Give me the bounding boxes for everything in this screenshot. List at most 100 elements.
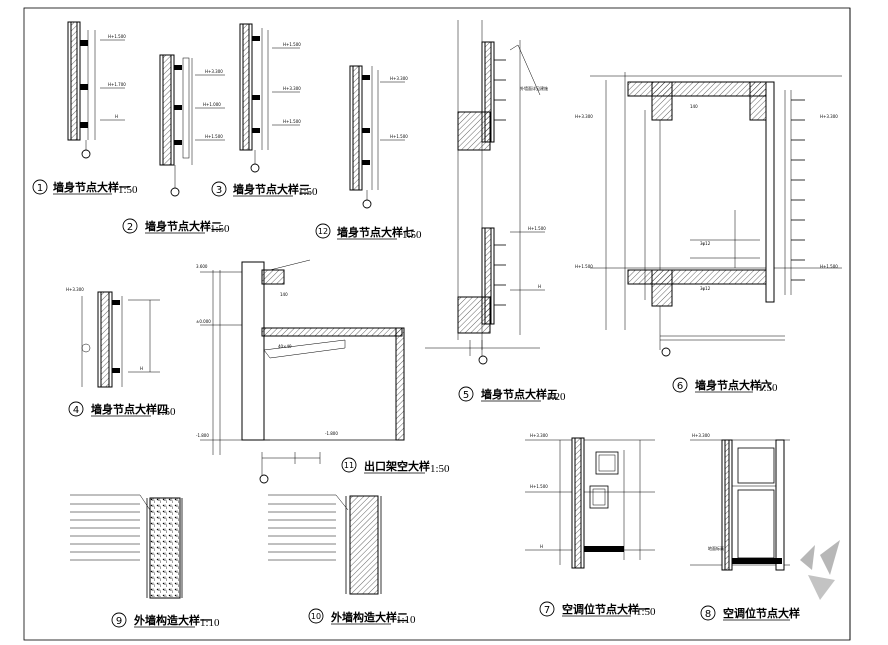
svg-text:地面标高: 地面标高 (708, 545, 724, 551)
svg-text:3.600: 3.600 (196, 264, 208, 269)
svg-text:140: 140 (690, 104, 698, 109)
detail-title: 空调位节点大样一 (562, 602, 650, 616)
detail-6-drawing: H+3.300 H+1.500 H+3.300 H+1.500 140 3φ12… (575, 72, 842, 357)
detail-number-circle (68, 401, 84, 417)
detail-title: 墙身节点大样五 (481, 387, 558, 401)
svg-text:H+3.300: H+3.300 (820, 114, 838, 119)
detail-4-drawing: H+3.300 H (66, 287, 160, 388)
detail-scale: 1:20 (546, 391, 566, 403)
detail-number-circle (341, 457, 357, 473)
detail-title: 墙身节点大样四 (91, 402, 168, 416)
detail-11-drawing: 3.600 ±0.000 -1.800 140 40×40 -1.800 (196, 259, 405, 484)
detail-scale: 1:50 (298, 186, 318, 198)
svg-text:3φ12: 3φ12 (700, 241, 711, 246)
detail-number: 1 (37, 183, 43, 194)
detail-number: 11 (344, 461, 354, 470)
detail-10-drawing (268, 494, 382, 595)
detail-number-circle (122, 218, 138, 234)
svg-text:H+1.500: H+1.500 (283, 42, 301, 47)
detail-7-drawing: H+3.300 H+1.500 H (525, 433, 655, 569)
detail-8-drawing: H+3.300 地面标高 (690, 433, 790, 571)
detail-title: 空调位节点大样 (723, 606, 800, 620)
svg-text:H+1.700: H+1.700 (108, 82, 126, 87)
detail-title: 墙身节点大样三 (233, 182, 310, 196)
detail-5-drawing: H+1.500 H 外墙面详见建施 (425, 20, 548, 365)
detail-title: 出口架空大样 (364, 459, 430, 473)
detail-10-caption: 10 外墙构造大样二 1:10 (308, 608, 416, 626)
svg-text:H+3.300: H+3.300 (390, 76, 408, 81)
detail-8-caption: 8 空调位节点大样 (700, 605, 800, 621)
svg-text:40×40: 40×40 (278, 344, 292, 349)
detail-12-drawing: H+3.300 H+1.500 (349, 65, 408, 209)
svg-text:H: H (540, 544, 543, 549)
detail-scale: 1:10 (396, 614, 416, 626)
detail-12-caption: 12 墙身节点大样七 1:50 (315, 223, 422, 241)
detail-scale: 1:50 (210, 223, 230, 235)
detail-scale: 1:10 (200, 617, 220, 629)
svg-text:H+1.500: H+1.500 (575, 264, 593, 269)
detail-11-caption: 11 出口架空大样 1:50 (341, 457, 450, 475)
detail-title: 外墙构造大样一 (133, 613, 211, 627)
svg-text:H+3.300: H+3.300 (575, 114, 593, 119)
detail-number-circle (111, 612, 127, 628)
detail-scale: 1:50 (402, 229, 422, 241)
svg-text:H+1.500: H+1.500 (530, 484, 548, 489)
detail-number-circle (672, 377, 688, 393)
detail-number: 2 (127, 222, 133, 233)
detail-3-drawing: H+1.500 H+3.300 H+1.500 (239, 23, 301, 173)
detail-number: 9 (116, 616, 122, 627)
svg-text:H+1.000: H+1.000 (203, 102, 221, 107)
svg-text:H+1.500: H+1.500 (283, 119, 301, 124)
detail-2-drawing: H+3.300 H+1.000 H+1.500 (159, 54, 225, 197)
detail-number-circle (315, 223, 331, 239)
detail-2-caption: 2 墙身节点大样二 1:50 (122, 218, 230, 235)
svg-text:H+1.500: H+1.500 (108, 34, 126, 39)
detail-number-circle (700, 605, 716, 621)
detail-title: 墙身节点大样六 (695, 378, 772, 392)
detail-number-circle (458, 386, 474, 402)
detail-title: 墙身节点大样七 (337, 225, 414, 239)
svg-text:3φ12: 3φ12 (700, 286, 711, 291)
svg-text:H+1.500: H+1.500 (528, 226, 546, 231)
svg-text:H: H (538, 284, 541, 289)
watermark-logo (800, 540, 840, 600)
detail-number: 6 (677, 381, 683, 392)
detail-9-caption: 9 外墙构造大样一 1:10 (111, 612, 220, 629)
detail-number: 7 (544, 605, 550, 616)
detail-scale: 1:50 (118, 184, 138, 196)
detail-9-drawing (70, 494, 183, 599)
detail-title: 墙身节点大样一 (53, 180, 130, 194)
svg-text:H+3.300: H+3.300 (205, 69, 223, 74)
svg-text:H+1.500: H+1.500 (390, 134, 408, 139)
svg-text:H+3.300: H+3.300 (530, 433, 548, 438)
detail-7-caption: 7 空调位节点大样一 1:50 (539, 601, 656, 618)
svg-text:H: H (115, 114, 118, 119)
svg-text:H: H (140, 366, 143, 371)
detail-number-circle (308, 608, 324, 624)
svg-text:±0.000: ±0.000 (196, 319, 211, 324)
detail-number-circle (211, 181, 227, 197)
detail-number: 10 (311, 612, 321, 621)
svg-text:H+3.300: H+3.300 (66, 287, 84, 292)
svg-text:-1.800: -1.800 (196, 433, 209, 438)
svg-text:H+1.500: H+1.500 (820, 264, 838, 269)
svg-text:外墙面详见建施: 外墙面详见建施 (520, 85, 548, 91)
detail-3-caption: 3 墙身节点大样三 1:50 (211, 181, 318, 198)
detail-number: 12 (318, 227, 328, 236)
detail-title: 墙身节点大样二 (145, 219, 222, 233)
svg-text:H+3.300: H+3.300 (692, 433, 710, 438)
detail-1-drawing: H+1.500 H+1.700 H (67, 21, 126, 159)
detail-number: 3 (216, 185, 222, 196)
svg-text:H+1.500: H+1.500 (205, 134, 223, 139)
detail-number-circle (539, 601, 555, 617)
detail-scale: 1:50 (758, 382, 778, 394)
detail-scale: 1:50 (636, 606, 656, 618)
svg-text:140: 140 (280, 292, 288, 297)
svg-text:-1.800: -1.800 (325, 431, 338, 436)
detail-number-circle (32, 179, 48, 195)
detail-number: 4 (73, 405, 79, 416)
svg-text:H+3.300: H+3.300 (283, 86, 301, 91)
detail-4-caption: 4 墙身节点大样四 1:50 (68, 401, 176, 418)
detail-5-caption: 5 墙身节点大样五 1:20 (458, 386, 566, 403)
